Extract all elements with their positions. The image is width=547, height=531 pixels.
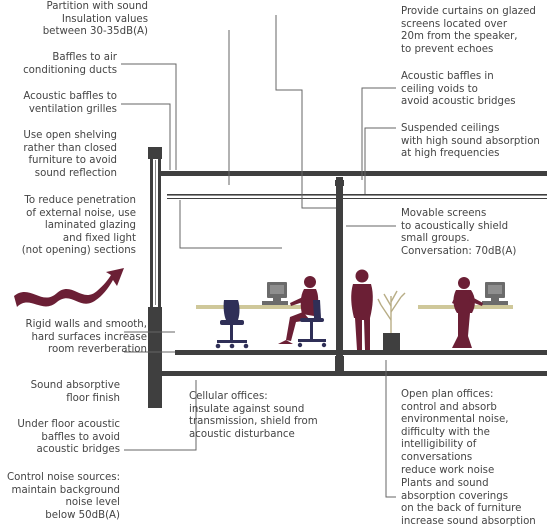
label-open-plan-line-3: environmental noise,: [401, 414, 509, 426]
label-external-noise: To reduce penetration of external noise,…: [22, 195, 136, 258]
label-open-shelving-line-3: furniture to avoid: [28, 155, 117, 167]
label-open-plan: Open plan offices: control and absorb en…: [401, 389, 547, 477]
label-baffles-vent-line-1: Acoustic baffles to: [23, 91, 117, 102]
label-baffles-air: Baffles to air conditioning ducts: [23, 52, 117, 77]
label-open-plan-line-4: difficulty with the: [401, 426, 490, 438]
open-plan-office: [351, 269, 513, 350]
lower-slab: [161, 371, 547, 376]
label-open-shelving-line-1: Use open shelving: [23, 130, 117, 141]
label-baffles-air-line-2: conditioning ducts: [23, 64, 117, 76]
label-rigid-walls: Rigid walls and smooth, hard surfaces in…: [26, 319, 147, 357]
noise-arrow: [14, 268, 124, 307]
computer-icon-2: [482, 282, 508, 305]
cellular-office: [196, 276, 327, 349]
label-under-floor: Under floor acoustic baffles to avoid ac…: [17, 419, 120, 457]
label-floor-finish: Sound absorptive floor finish: [31, 380, 120, 405]
label-ceiling-baffles: Acoustic baffles in ceiling voids to avo…: [401, 71, 516, 109]
floor-slab: [175, 350, 547, 355]
label-control-noise-line-2: maintain background: [11, 484, 120, 496]
label-rigid-walls-line-1: Rigid walls and smooth,: [25, 319, 147, 330]
ceiling-slab: [161, 171, 547, 176]
label-external-noise-line-1: To reduce penetration: [24, 195, 136, 206]
label-cellular-offices-line-2: insulate against sound: [189, 403, 305, 415]
desk-left: [196, 305, 319, 309]
label-rigid-walls-line-2: hard surfaces increase: [31, 331, 147, 343]
label-movable-screens-line-2: to acoustically shield: [401, 220, 509, 232]
label-suspended-ceilings-line-1: Suspended ceilings: [401, 123, 500, 134]
label-control-noise: Control noise sources: maintain backgrou…: [7, 472, 120, 522]
label-control-noise-line-3: noise level: [65, 497, 120, 509]
label-ceiling-baffles-line-3: avoid acoustic bridges: [401, 96, 516, 108]
standing-person-icon: [351, 269, 373, 350]
label-under-floor-line-1: Under floor acoustic: [17, 419, 120, 430]
label-baffles-air-line-1: Baffles to air: [52, 52, 117, 63]
label-movable-screens: Movable screens to acoustically shield s…: [401, 208, 516, 258]
label-floor-finish-line-1: Sound absorptive: [30, 380, 120, 391]
label-control-noise-line-1: Control noise sources:: [7, 472, 120, 483]
plant-icon: [377, 290, 406, 350]
label-external-noise-line-4: and fixed light: [62, 232, 136, 244]
partition-wall: [336, 177, 343, 357]
building-structure: [161, 171, 547, 376]
label-cellular-offices-line-1: Cellular offices:: [189, 391, 268, 402]
label-cellular-offices-line-4: acoustic disturbance: [189, 428, 295, 440]
label-plants-line-4: increase sound absorption: [401, 515, 536, 527]
label-open-plan-line-5: intelligibility of conversations: [401, 439, 477, 463]
label-ceiling-baffles-line-1: Acoustic baffles in: [401, 71, 494, 82]
label-rigid-walls-line-3: room reverberation: [48, 344, 147, 356]
label-curtains-line-3: 20m from the speaker,: [401, 31, 518, 43]
label-floor-finish-line-2: floor finish: [66, 392, 120, 404]
label-curtains-line-1: Provide curtains on glazed: [401, 6, 536, 17]
label-open-shelving-line-4: sound reflection: [34, 167, 117, 179]
facade: [148, 147, 162, 408]
label-partition-line-3: between 30-35dB(A): [42, 26, 148, 38]
facade-column: [148, 307, 162, 408]
label-open-shelving: Use open shelving rather than closed fur…: [23, 130, 117, 180]
plant-pot: [383, 333, 400, 350]
label-plants-line-1: Plants and sound: [401, 478, 489, 489]
seated-person-icon-2: [452, 277, 483, 348]
suspended-ceiling: [167, 194, 547, 196]
label-cellular-offices-line-3: transmission, shield from: [189, 416, 318, 428]
label-partition-line-1: Partition with sound: [46, 1, 148, 12]
label-open-plan-line-1: Open plan offices:: [401, 389, 494, 400]
label-under-floor-line-3: acoustic bridges: [36, 444, 121, 456]
label-cellular-offices: Cellular offices: insulate against sound…: [189, 391, 318, 441]
label-external-noise-line-2: of external noise, use: [26, 207, 136, 219]
label-curtains-line-4: to prevent echoes: [401, 43, 494, 55]
label-suspended-ceilings-line-2: with high sound absorption: [401, 135, 540, 147]
leader-lines: [121, 15, 396, 498]
label-movable-screens-line-4: Conversation: 70dB(A): [401, 245, 517, 257]
label-plants-line-3: on the back of furniture: [401, 503, 522, 515]
chair-icon-2: [297, 300, 327, 348]
label-partition: Partition with sound Insulation values b…: [43, 1, 148, 39]
label-open-shelving-line-2: rather than closed: [23, 142, 117, 154]
label-movable-screens-line-1: Movable screens: [401, 208, 487, 219]
label-external-noise-line-5: (not opening) sections: [21, 245, 136, 257]
label-suspended-ceilings: Suspended ceilings with high sound absor…: [401, 123, 540, 161]
label-external-noise-line-3: laminated glazing: [44, 220, 136, 232]
chair-icon: [215, 300, 249, 349]
label-partition-line-2: Insulation values: [61, 13, 148, 25]
label-ceiling-baffles-line-2: ceiling voids to: [401, 83, 478, 95]
computer-icon: [262, 282, 288, 305]
label-plants: Plants and sound absorption coverings on…: [401, 478, 536, 528]
label-suspended-ceilings-line-3: at high frequencies: [401, 148, 500, 160]
label-movable-screens-line-3: small groups.: [401, 233, 470, 245]
label-open-plan-line-2: control and absorb: [401, 401, 497, 413]
label-plants-line-2: absorption coverings: [401, 490, 509, 502]
label-open-plan-line-6: reduce work noise: [401, 464, 495, 476]
label-baffles-vent: Acoustic baffles to ventilation grilles: [23, 91, 117, 116]
label-baffles-vent-line-2: ventilation grilles: [28, 103, 117, 115]
label-curtains-line-2: screens located over: [401, 18, 508, 30]
label-control-noise-line-4: below 50dB(A): [45, 509, 120, 521]
label-curtains: Provide curtains on glazed screens locat…: [401, 6, 536, 56]
label-under-floor-line-2: baffles to avoid: [41, 431, 120, 443]
